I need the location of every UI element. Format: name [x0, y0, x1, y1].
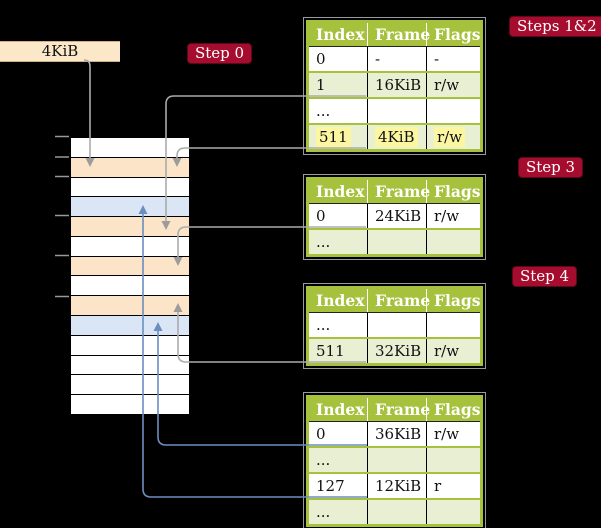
- memory-row: [71, 355, 189, 376]
- table-row: ...: [309, 448, 480, 472]
- table-header: Index Frame Flags: [316, 289, 481, 312]
- table-row: ...: [309, 313, 480, 337]
- table-row: ...: [309, 230, 480, 254]
- memory-row: [71, 335, 189, 356]
- memory-row: [71, 217, 189, 237]
- physical-memory-column: [70, 137, 190, 415]
- table-row: 511 32KiB r/w: [309, 339, 480, 363]
- page-table-level4: Index Frame Flags 0 - - 1 16KiB r/w ...: [303, 17, 486, 155]
- page-size-box: 4KiB: [0, 41, 120, 62]
- memory-row: [71, 276, 189, 297]
- memory-row: [71, 177, 189, 198]
- table-row: ...: [309, 500, 480, 524]
- page-table-level1: Index Frame Flags 0 36KiB r/w ... 127 12…: [303, 392, 486, 528]
- memory-row: [71, 296, 189, 317]
- memory-row: [71, 236, 189, 257]
- table-row: 0 - -: [309, 47, 480, 71]
- memory-row: [71, 256, 189, 277]
- address-ticks: [55, 135, 69, 298]
- memory-row: [71, 375, 189, 396]
- table-header: Index Frame Flags: [316, 23, 481, 46]
- memory-row: [71, 157, 189, 178]
- table-row-highlighted: 511 4KiB r/w: [309, 125, 480, 149]
- memory-row: [71, 395, 189, 414]
- table-row: 0 24KiB r/w: [309, 204, 480, 228]
- table-row: 1 16KiB r/w: [309, 73, 480, 97]
- badge-step-0: Step 0: [187, 43, 253, 64]
- page-table-level2: Index Frame Flags ... 511 32KiB r/w: [303, 283, 486, 369]
- table-header: Index Frame Flags: [316, 180, 481, 203]
- table-row: 0 36KiB r/w: [309, 422, 480, 446]
- badge-steps-1-2: Steps 1&2: [509, 16, 601, 37]
- memory-row: [71, 197, 189, 218]
- memory-row: [71, 316, 189, 336]
- table-row: 127 12KiB r: [309, 474, 480, 498]
- badge-step-3: Step 3: [518, 157, 584, 178]
- table-row: ...: [309, 99, 480, 123]
- page-table-level3: Index Frame Flags 0 24KiB r/w ...: [303, 174, 486, 260]
- table-header: Index Frame Flags: [316, 398, 481, 421]
- badge-step-4: Step 4: [512, 266, 578, 287]
- memory-row: [71, 138, 189, 158]
